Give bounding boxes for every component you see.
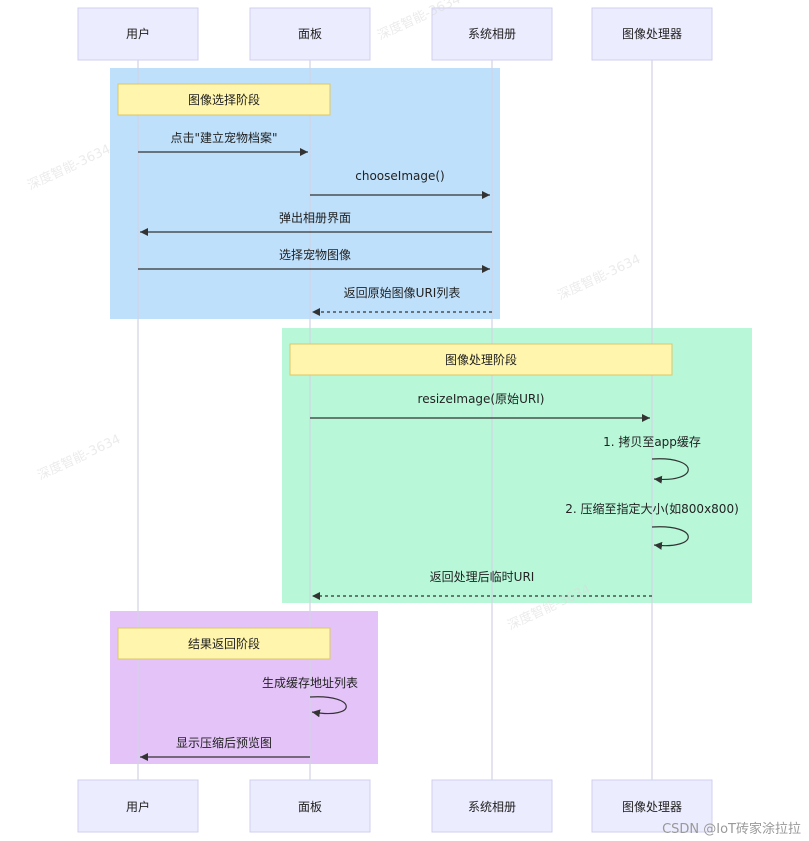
message-label: 显示压缩后预览图 bbox=[176, 735, 272, 750]
message-compress-to-size: 2. 压缩至指定大小(如800x800) bbox=[565, 501, 739, 550]
note-label: 图像处理阶段 bbox=[445, 352, 517, 367]
message-return-temp-uri: 返回处理后临时URI bbox=[312, 570, 652, 600]
message-label: 1. 拷贝至app缓存 bbox=[603, 434, 701, 449]
actor-user-bottom: 用户 bbox=[77, 779, 199, 833]
message-generate-cache-list: 生成缓存地址列表 bbox=[262, 676, 358, 718]
phase-note-image-selection: 图像选择阶段 bbox=[117, 83, 331, 116]
message-label: 弹出相册界面 bbox=[279, 211, 351, 225]
credit-watermark: CSDN @IoT砖家涂拉拉 bbox=[662, 822, 801, 837]
phase-note-image-processing: 图像处理阶段 bbox=[289, 343, 673, 376]
phase-note-result-return: 结果返回阶段 bbox=[117, 627, 331, 660]
message-resize-image: resizeImage(原始URI) bbox=[310, 392, 650, 422]
actor-label: 用户 bbox=[126, 799, 150, 814]
actor-album-top: 系统相册 bbox=[431, 7, 553, 61]
actor-label: 面板 bbox=[298, 800, 322, 814]
watermark-text: 深度智能-3634 bbox=[35, 431, 123, 483]
actor-label: 用户 bbox=[126, 26, 150, 41]
actor-label: 系统相册 bbox=[468, 27, 516, 41]
self-message-arrow bbox=[651, 458, 689, 484]
message-label: 点击"建立宠物档案" bbox=[170, 130, 277, 145]
actor-image-processor-bottom: 图像处理器 bbox=[591, 779, 713, 833]
message-choose-image: chooseImage() bbox=[310, 169, 490, 199]
note-label: 图像选择阶段 bbox=[188, 92, 260, 107]
message-label: 返回处理后临时URI bbox=[430, 570, 535, 584]
message-label: resizeImage(原始URI) bbox=[418, 392, 545, 406]
note-label: 结果返回阶段 bbox=[188, 636, 260, 651]
actor-label: 系统相册 bbox=[468, 800, 516, 814]
message-select-pet-image: 选择宠物图像 bbox=[138, 247, 490, 273]
message-label: chooseImage() bbox=[355, 169, 444, 183]
self-message-arrow bbox=[309, 696, 347, 718]
watermark-text: 深度智能-3634 bbox=[555, 251, 643, 303]
message-open-album: 弹出相册界面 bbox=[140, 211, 492, 236]
actor-image-processor-top: 图像处理器 bbox=[591, 7, 713, 61]
actor-panel-top: 面板 bbox=[249, 7, 371, 61]
actor-label: 面板 bbox=[298, 27, 322, 41]
message-label: 生成缓存地址列表 bbox=[262, 676, 358, 690]
message-copy-to-app-cache: 1. 拷贝至app缓存 bbox=[603, 434, 701, 484]
actor-label: 图像处理器 bbox=[622, 800, 682, 814]
actor-label: 图像处理器 bbox=[622, 27, 682, 41]
actor-user-top: 用户 bbox=[77, 7, 199, 61]
message-label: 返回原始图像URI列表 bbox=[344, 286, 461, 300]
watermark-text: 深度智能-3634 bbox=[25, 141, 113, 193]
message-return-original-uri-list: 返回原始图像URI列表 bbox=[312, 286, 492, 316]
message-label: 选择宠物图像 bbox=[279, 247, 351, 262]
actor-panel-bottom: 面板 bbox=[249, 779, 371, 833]
message-click-create-pet-profile: 点击"建立宠物档案" bbox=[138, 130, 308, 156]
actor-album-bottom: 系统相册 bbox=[431, 779, 553, 833]
self-message-arrow bbox=[651, 526, 689, 550]
message-label: 2. 压缩至指定大小(如800x800) bbox=[565, 501, 739, 516]
message-show-preview: 显示压缩后预览图 bbox=[140, 735, 310, 761]
